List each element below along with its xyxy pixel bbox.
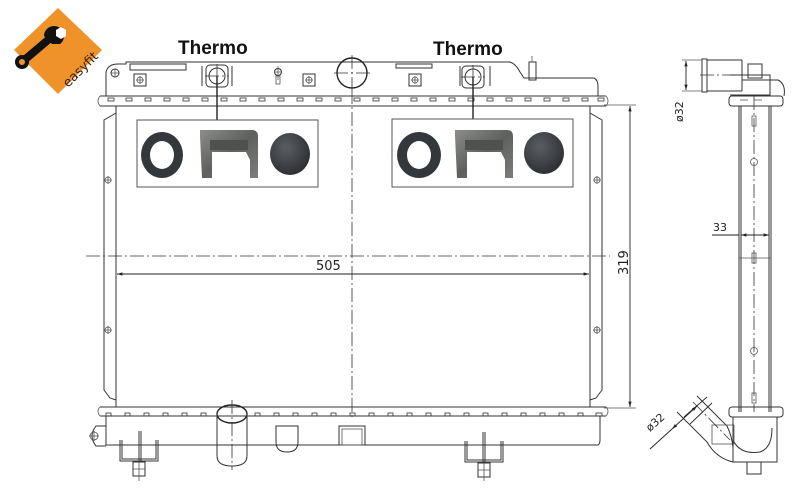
thermo-parts-kit-left [136, 119, 319, 188]
bottom-crimp-tabs [105, 412, 603, 417]
easyfit-logo: easyfit [14, 8, 102, 94]
radiator-core [86, 90, 610, 420]
bottom-tank [89, 400, 609, 481]
wrench-hex-nut-icon [15, 26, 66, 69]
width-dimension: 505 [116, 259, 589, 276]
width-dimension-value: 505 [316, 259, 341, 274]
height-dimension: 319 [604, 104, 636, 409]
plug-cap-icon [524, 132, 564, 174]
height-dimension-value: 319 [617, 250, 632, 275]
side-view: 33 ø32 ø32 [643, 58, 785, 475]
top-tank [97, 55, 609, 107]
thermo-label-right: Thermo [433, 39, 503, 60]
plug-cap-icon [270, 133, 310, 175]
thermo-parts-kit-right [391, 118, 574, 188]
outlet-diameter-value: ø32 [643, 411, 667, 435]
inlet-diameter-value: ø32 [673, 101, 686, 122]
logo-diamond-bg [14, 8, 102, 94]
depth-dimension-value: 33 [713, 221, 727, 234]
top-crimp-tabs [107, 97, 605, 102]
thermo-label-left: Thermo [178, 38, 248, 59]
